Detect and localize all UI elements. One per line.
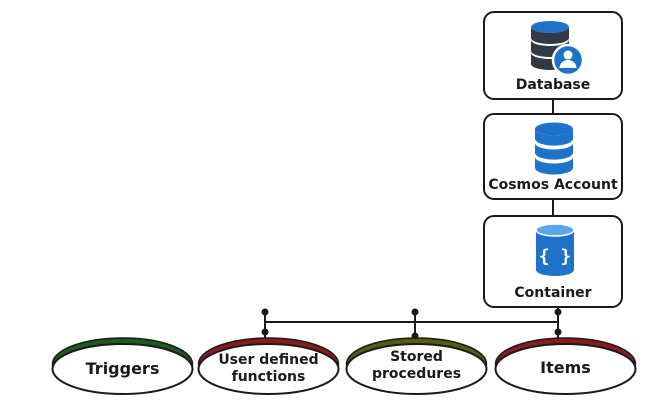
database-box: Database [483,11,623,100]
sproc-dot-top [411,308,419,316]
database-label: Database [515,77,591,93]
udf-label: User defined functions [218,351,319,386]
triggers-oval: Triggers [50,336,195,396]
items-dot-top [554,308,562,316]
cosmos-account-box: Cosmos Account [483,113,623,200]
container-box: { } Container [483,215,623,308]
container-label: Container [514,285,592,301]
udf-dot-bottom [261,328,269,336]
udf-oval: User defined functions [196,336,341,396]
database-icon [534,122,574,175]
items-label: Items [540,358,591,377]
udf-dot-top [261,308,269,316]
database-user-icon [531,21,585,77]
svg-text:{ }: { } [539,246,572,267]
items-oval: Items [493,336,638,396]
stored-procedures-label: Stored procedures [371,348,462,383]
container-braces-icon: { } [535,223,575,276]
stored-procedures-oval: Stored procedures [344,336,489,396]
triggers-label: Triggers [85,359,160,378]
cosmos-account-label: Cosmos Account [488,177,618,193]
items-dot-bottom [554,328,562,336]
